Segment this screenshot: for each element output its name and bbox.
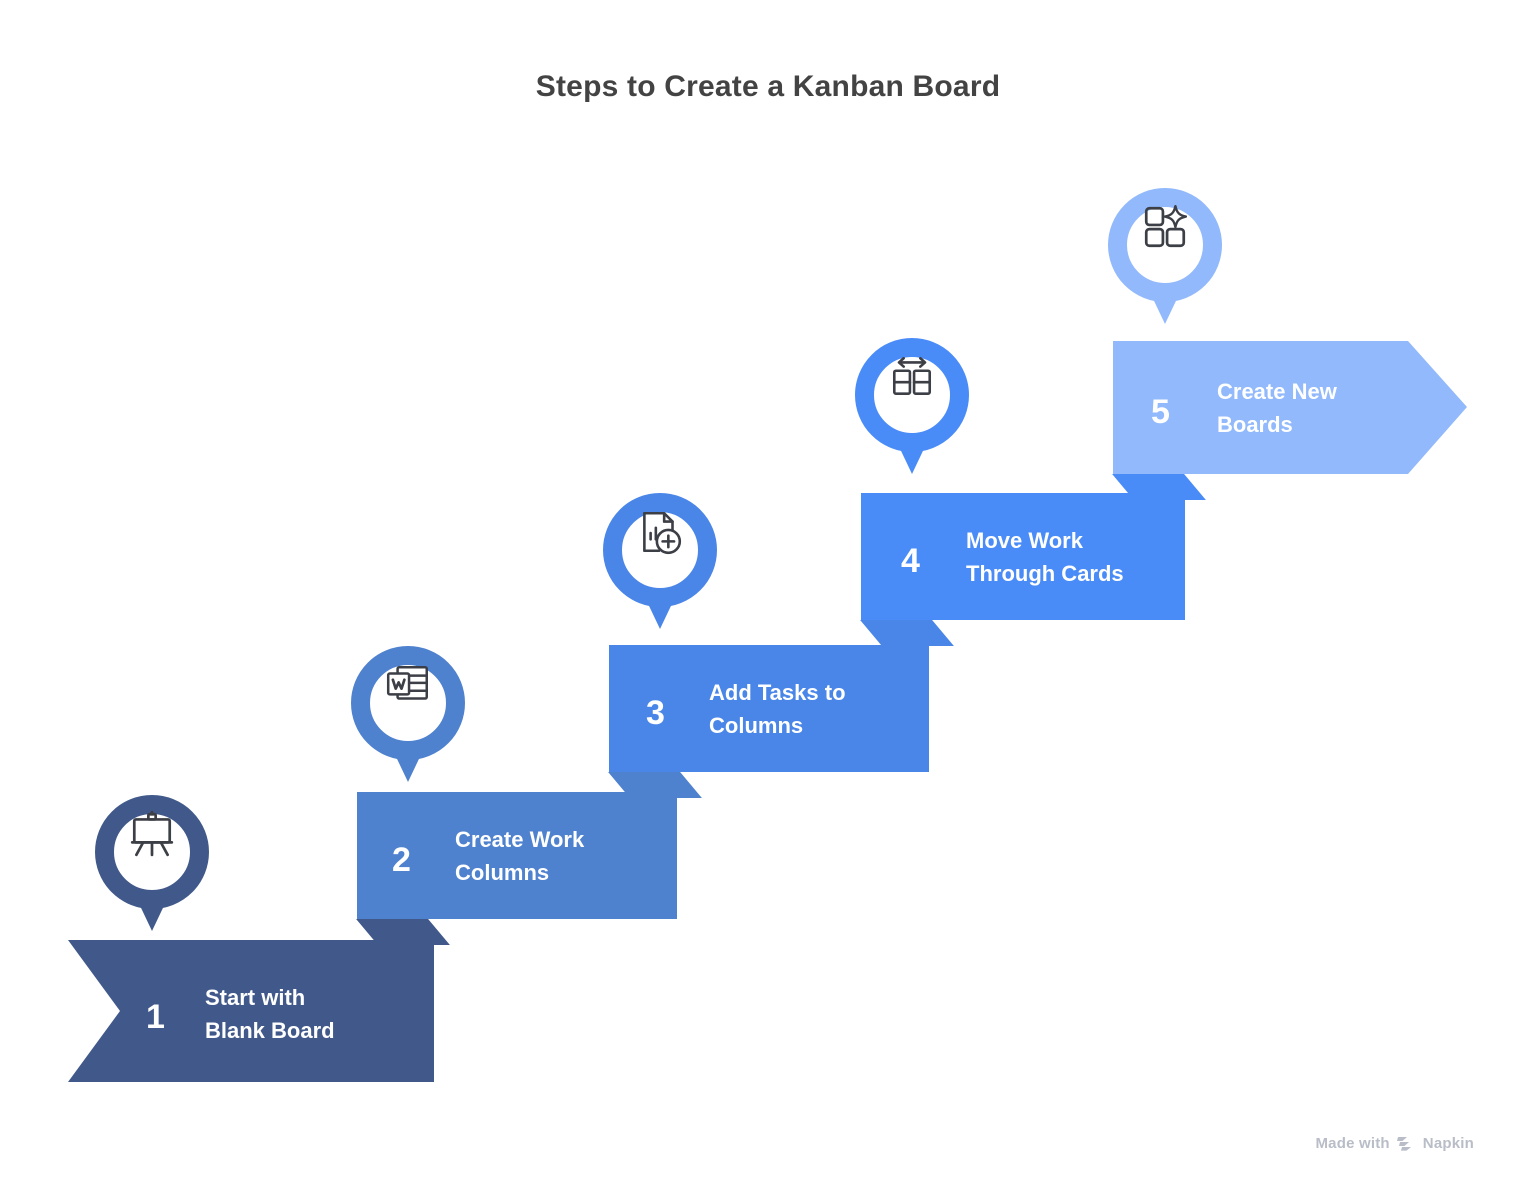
- napkin-chevrons-icon: [1396, 1136, 1416, 1151]
- step-2-bar-shape[interactable]: [357, 792, 677, 919]
- page-title: Steps to Create a Kanban Board: [535, 70, 1001, 103]
- step-1-number: 1: [146, 998, 165, 1036]
- step-5-label: Create New Boards: [1217, 379, 1337, 437]
- step-4-number: 4: [901, 542, 920, 580]
- pin-step-1[interactable]: [95, 795, 209, 931]
- step-5[interactable]: 5 Create New Boards: [1112, 341, 1467, 500]
- pin-step-3[interactable]: [603, 493, 717, 629]
- step-4-label: Move Work Through Cards: [966, 528, 1124, 586]
- step-3-bar-shape[interactable]: [609, 645, 929, 772]
- pin-step-5[interactable]: [1108, 188, 1222, 324]
- watermark: Made with Napkin: [1315, 1135, 1474, 1152]
- step-2-label: Create Work Columns: [455, 827, 585, 885]
- step-3[interactable]: 3 Add Tasks to Columns: [608, 645, 929, 798]
- step-2-bar-fill: [357, 792, 677, 919]
- step-2-number: 2: [392, 841, 411, 879]
- step-4-connector: [860, 620, 954, 646]
- pin-step-2[interactable]: [351, 646, 465, 782]
- step-1[interactable]: 1 Start with Blank Board: [68, 940, 434, 1082]
- step-3-label: Add Tasks to Columns: [709, 680, 846, 738]
- easel-presentation-board-icon: [124, 806, 180, 862]
- columns-move-arrow-icon: [884, 349, 940, 405]
- step-4-bar-shape[interactable]: [861, 493, 1185, 620]
- step-4-bar-fill: [861, 493, 1185, 620]
- watermark-made-with-label: Made with: [1315, 1135, 1390, 1152]
- step-2[interactable]: 2 Create Work Columns: [356, 792, 677, 945]
- pin-step-4[interactable]: [855, 338, 969, 474]
- step-5-bar-fill: [1113, 341, 1467, 474]
- step-5-bar-shape[interactable]: [1113, 341, 1467, 474]
- step-5-number: 5: [1151, 393, 1170, 431]
- step-1-bar-fill: [68, 940, 434, 1082]
- step-4[interactable]: 4 Move Work Through Cards: [860, 493, 1185, 646]
- document-chart-add-icon: [632, 504, 688, 560]
- grid-sparkle-icon: [1137, 199, 1193, 255]
- step-3-number: 3: [646, 694, 665, 732]
- watermark-brand-label: Napkin: [1422, 1135, 1474, 1152]
- document-table-w-icon: [380, 657, 436, 713]
- step-1-bar-shape[interactable]: [68, 940, 434, 1082]
- step-3-bar-fill: [609, 645, 929, 772]
- step-1-label: Start with Blank Board: [205, 985, 335, 1043]
